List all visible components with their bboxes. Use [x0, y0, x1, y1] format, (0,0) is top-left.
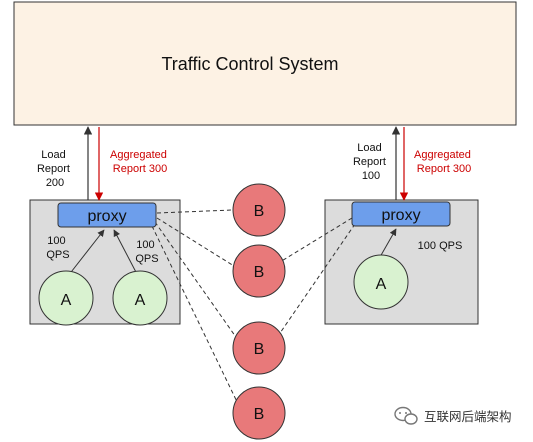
- right-load-report-label: Load Report 100: [353, 142, 389, 182]
- watermark-text: 互联网后端架构: [424, 409, 512, 424]
- left-proxy-to-b3: [154, 221, 239, 341]
- left-proxy-to-b1: [156, 209, 233, 214]
- right-aggregated-report-label: Aggregated Report 300: [414, 149, 474, 175]
- dashed-connections: [151, 209, 356, 409]
- left-load-report-label: Load Report 200: [37, 149, 73, 189]
- right-proxy-to-b3: [277, 223, 356, 337]
- backend-b3: [232, 321, 286, 375]
- left-a1-to-proxy-arrow: [67, 229, 105, 277]
- left-qps-label-1: 100 QPS: [46, 235, 69, 261]
- backend-b4: [232, 386, 286, 440]
- right-client-a: [353, 254, 409, 310]
- right-proxy-to-b2: [279, 217, 353, 263]
- right-client-a-label: A: [376, 276, 387, 293]
- backend-b4-label: B: [254, 406, 265, 423]
- left-qps-label-2: 100 QPS: [135, 239, 158, 265]
- wechat-icon: [394, 406, 418, 425]
- right-proxy-label: proxy: [381, 207, 420, 224]
- backend-b3-label: B: [254, 341, 265, 358]
- left-client-a2: [112, 270, 168, 326]
- right-qps-label: 100 QPS: [418, 240, 463, 252]
- traffic-control-system-box: [13, 1, 517, 126]
- backend-b2: [232, 244, 286, 298]
- left-proxy-box: [57, 202, 157, 228]
- right-a-to-proxy-arrow: [379, 228, 397, 258]
- left-client-a2-label: A: [135, 292, 146, 309]
- backend-b1: [232, 183, 286, 237]
- left-proxy-label: proxy: [87, 208, 126, 225]
- left-a2-to-proxy-arrow: [113, 229, 139, 277]
- left-aggregated-report-label: Aggregated Report 300: [110, 149, 170, 175]
- left-proxy-to-b2: [156, 217, 235, 267]
- system-title: Traffic Control System: [161, 54, 338, 74]
- left-proxy-to-b4: [151, 225, 241, 409]
- right-proxy-box: [351, 201, 451, 227]
- backend-b2-label: B: [254, 264, 265, 281]
- left-client-a1: [38, 270, 94, 326]
- backend-b1-label: B: [254, 203, 265, 220]
- left-client-a1-label: A: [61, 292, 72, 309]
